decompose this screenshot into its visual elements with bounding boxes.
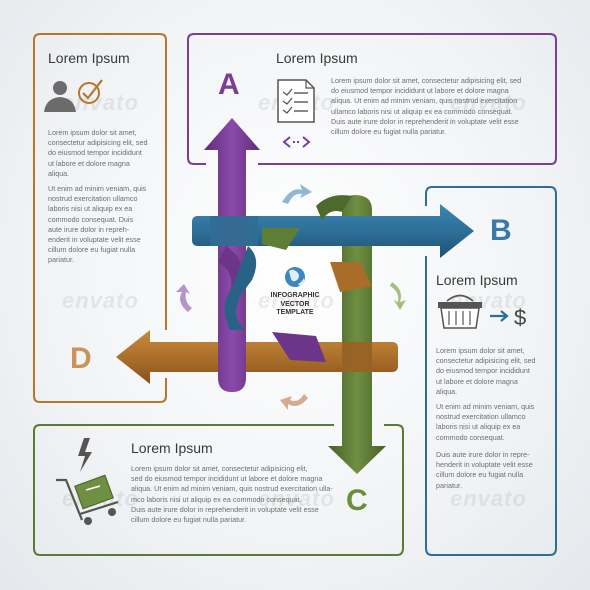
box-b-title: Lorem Ipsum: [436, 272, 518, 288]
box-b-paragraph-2: Ut enim ad minim veniam, quis nostrud ex…: [436, 402, 535, 442]
weave-green-top-loop: [316, 195, 352, 220]
weave-twist-purple: [218, 246, 242, 300]
box-a-title: Lorem Ipsum: [276, 50, 358, 66]
center-label-line2: VECTOR: [280, 300, 310, 308]
frame-c: [33, 424, 404, 556]
box-d-paragraph-1: Lorem ipsum dolor sit amet, consectetur …: [48, 128, 148, 178]
frame-b: [425, 186, 557, 556]
letter-d: D: [70, 342, 92, 375]
weave-twist-blue: [224, 246, 257, 330]
box-d-title: Lorem Ipsum: [48, 50, 130, 66]
watermark: envato: [258, 288, 335, 313]
weave-orange-twist-top: [330, 262, 372, 292]
watermark: envato: [450, 90, 527, 115]
accent-arrow-left: [176, 284, 192, 312]
letter-b: B: [490, 214, 512, 247]
arrow-d: [116, 330, 398, 384]
letter-c: C: [346, 484, 368, 517]
frame-d: [33, 33, 167, 403]
arrow-b: [192, 204, 474, 258]
svg-text:$: $: [514, 305, 526, 330]
box-c-title: Lorem Ipsum: [131, 440, 213, 456]
accent-arrow-top: [282, 184, 312, 204]
weave-orange-over-green: [342, 342, 372, 372]
accent-arrow-bottom: [280, 394, 308, 410]
center-label-line1: INFOGRAPHIC: [270, 292, 320, 299]
frame-a: [187, 33, 557, 165]
center-label-line3: TEMPLATE: [276, 309, 314, 316]
watermark: envato: [450, 486, 527, 511]
box-a-paragraph: Lorem ipsum dolor sit amet, consectetur …: [331, 76, 522, 137]
box-d-paragraph-2: Ut enim ad minim veniam, quis nostrud ex…: [48, 184, 147, 265]
box-c-paragraph: Lorem ipsum dolor sit amet, consectetur …: [131, 464, 333, 525]
weave-green-twist: [262, 228, 300, 250]
box-b-paragraph-1: Lorem ipsum dolor sit amet, consectetur …: [436, 346, 536, 396]
center-label: INFOGRAPHIC VECTOR TEMPLATE: [262, 292, 328, 318]
weave-blue-over-purple: [210, 216, 258, 246]
letter-a: A: [218, 68, 240, 101]
weave-purple-twist-bottom: [272, 332, 326, 362]
accent-arrow-right: [390, 282, 406, 310]
watermark: envato: [258, 486, 335, 511]
watermark: envato: [62, 288, 139, 313]
box-b-paragraph-3: Duis aute irure dolor in repre- henderit…: [436, 450, 533, 490]
